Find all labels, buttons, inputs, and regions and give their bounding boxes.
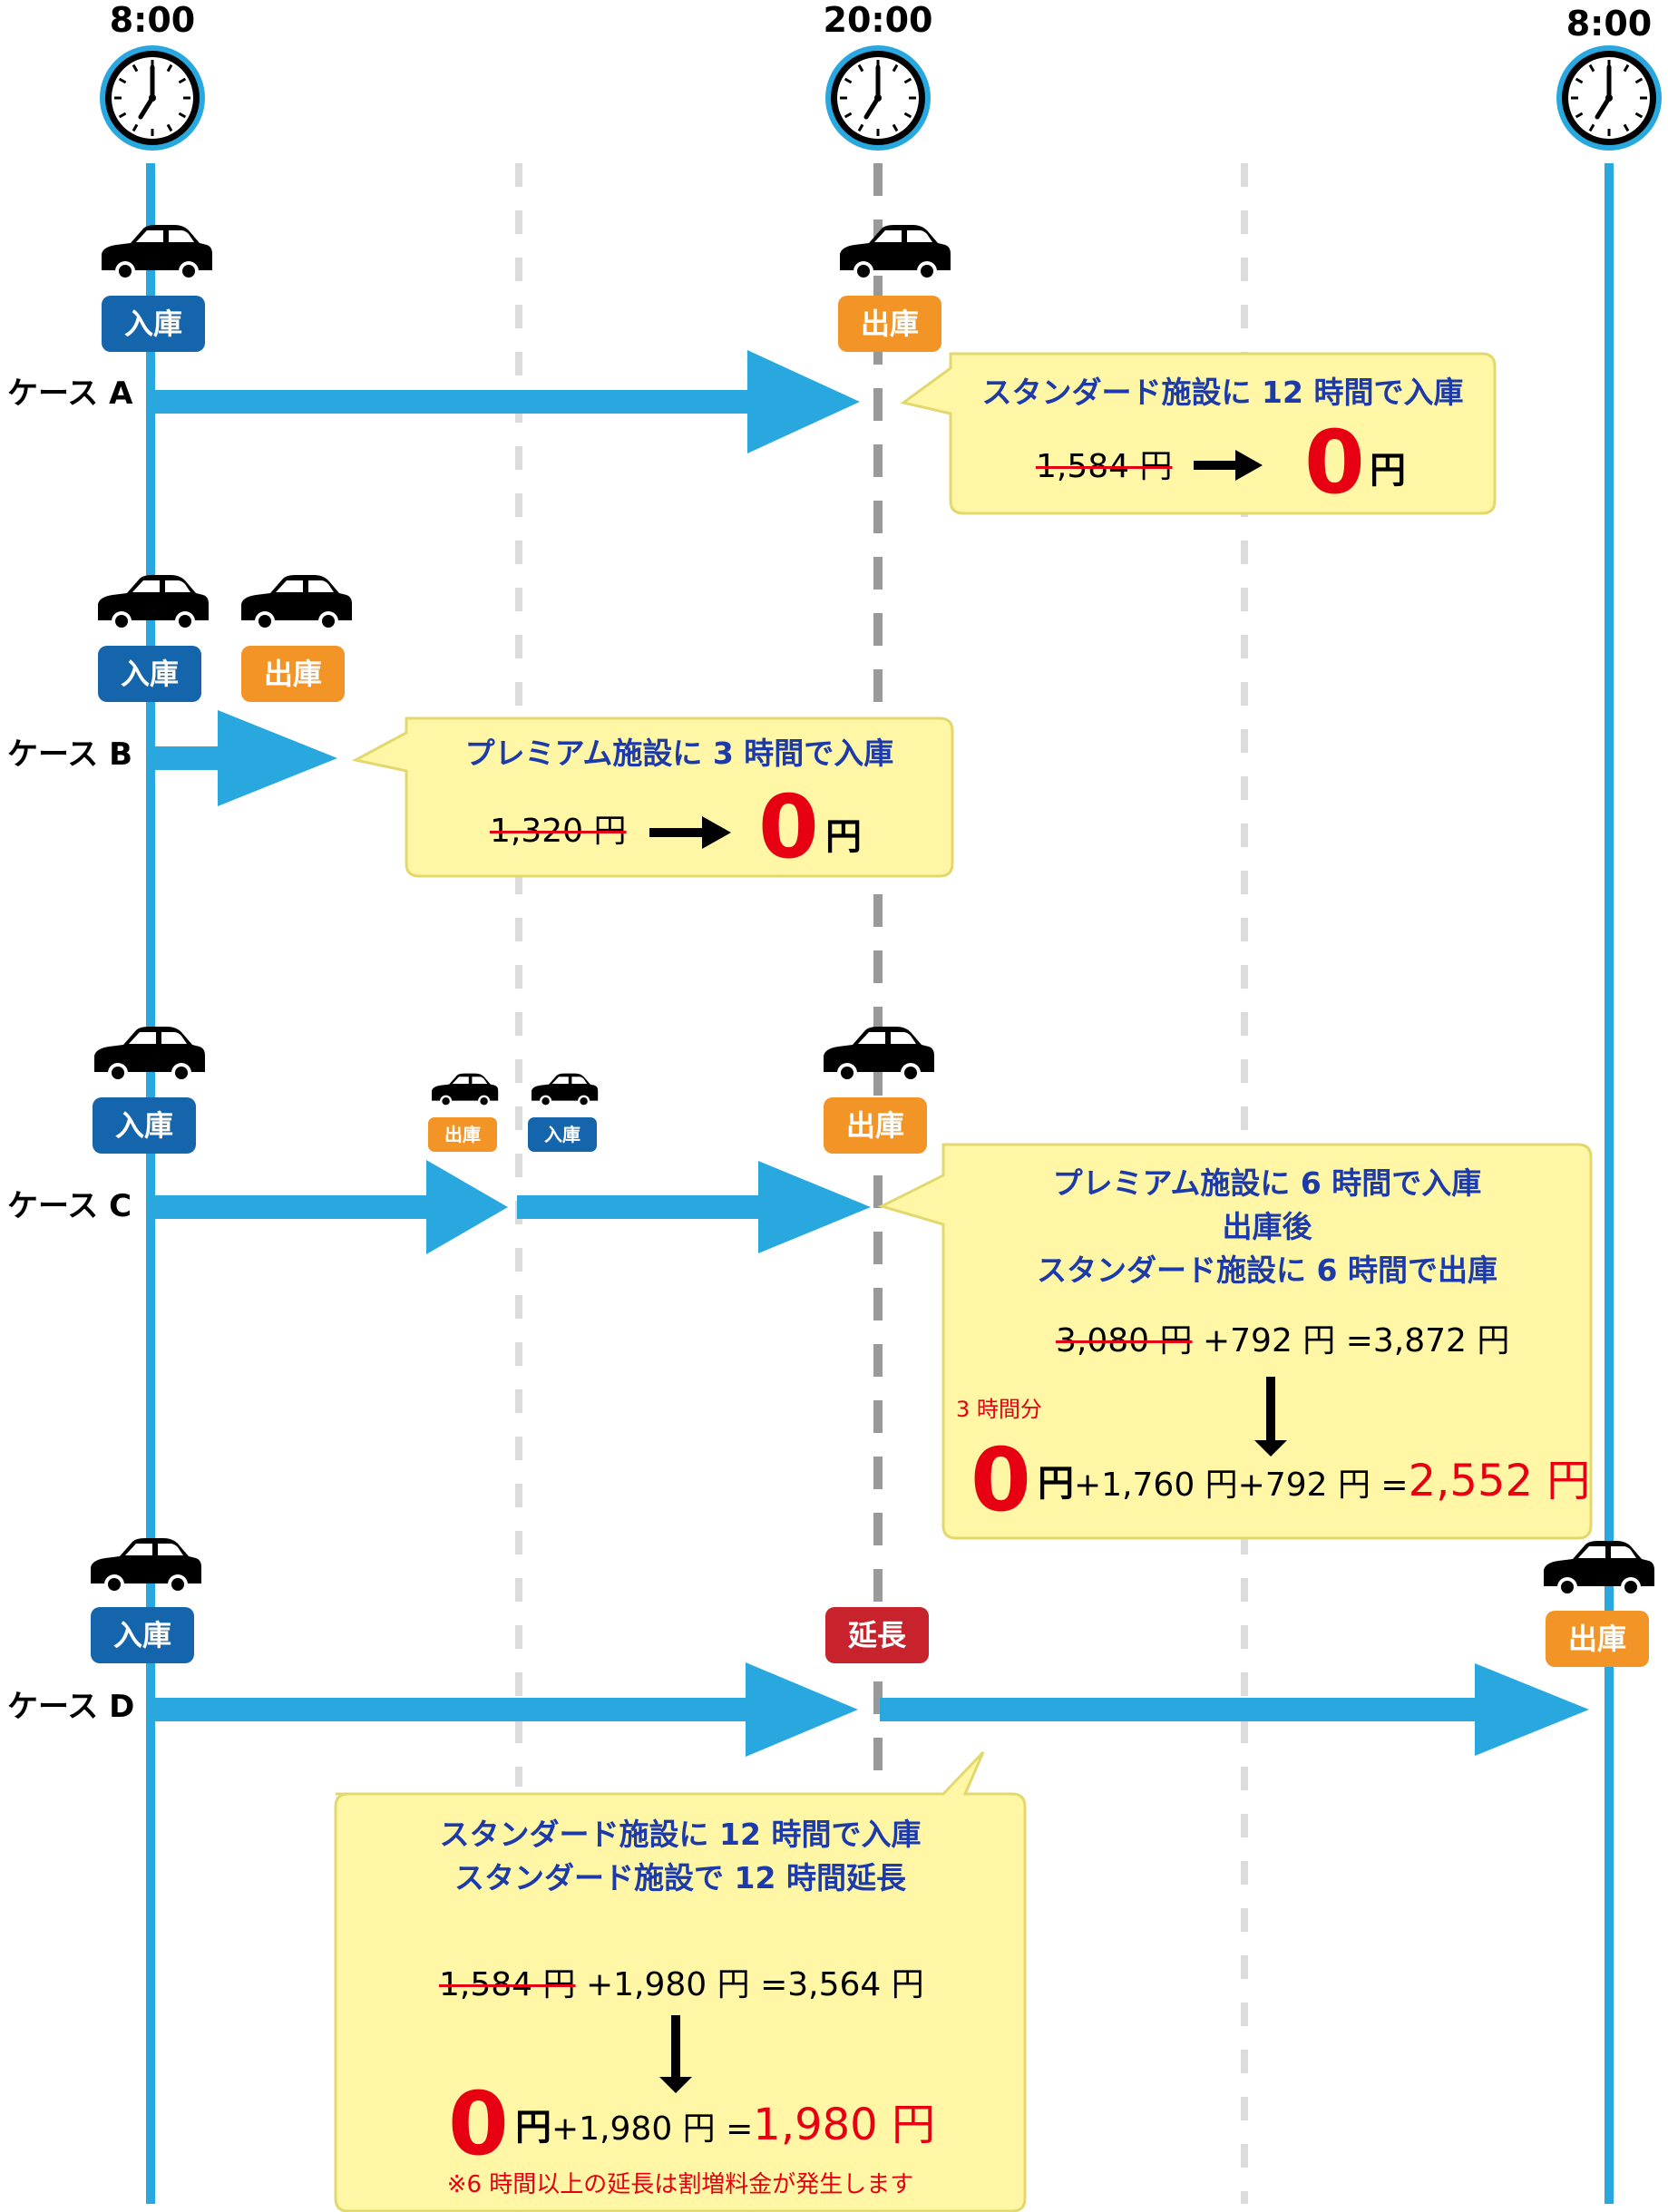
clock-icon-start [100, 45, 205, 151]
case-c-callout-box [877, 1143, 1593, 1540]
case-c-title-line-1: プレミアム施設に 6 時間で入庫 [1052, 1165, 1482, 1201]
clock-icon-20-00 [825, 45, 931, 151]
case-a-title: スタンダード施設に 12 時間で入庫 [981, 375, 1464, 410]
entry-badge: 入庫 [93, 1097, 196, 1154]
clock-time-end: 8:00 [1566, 4, 1653, 44]
case-a-yen: 円 [1370, 450, 1406, 492]
car-icon [432, 1073, 499, 1107]
entry-badge: 入庫 [98, 646, 201, 702]
car-icon [1544, 1541, 1654, 1597]
case-c-old-price: 3,080 円 [1056, 1322, 1193, 1359]
case-a-label: ケース A [7, 375, 133, 412]
case-d-eq1-rest: +1,980 円 =3,564 円 [585, 1966, 924, 2003]
case-d-callout-box [334, 1750, 1027, 2212]
car-icon [840, 225, 951, 281]
case-c-title-line-2: 出庫後 [1222, 1209, 1312, 1244]
case-c-note: 3 時間分 [956, 1397, 1042, 1422]
case-a-arrow [151, 350, 860, 453]
car-icon [102, 225, 212, 281]
case-d-down-arrow [659, 2015, 692, 2093]
case-d-title-line-2: スタンダード施設で 12 時間延長 [454, 1860, 906, 1895]
case-c-title-line-3: スタンダード施設に 6 時間で出庫 [1037, 1252, 1497, 1288]
case-a-new-price: 0 [1304, 412, 1365, 513]
case-a-callout-box [900, 352, 1497, 515]
case-c-label: ケース C [7, 1188, 132, 1224]
exit-badge: 出庫 [838, 296, 941, 352]
case-a-old-price: 1,584 円 [1036, 448, 1173, 485]
case-d-arrow-2 [880, 1663, 1589, 1756]
case-b-label: ケース B [7, 736, 133, 773]
case-d-old-price: 1,584 円 [439, 1966, 576, 2003]
case-c-zero: 0 [971, 1429, 1031, 1531]
case-d-total: 1,980 円 [753, 2100, 935, 2150]
exit-badge: 出庫 [241, 646, 345, 702]
case-c-arrow-2 [517, 1161, 871, 1253]
case-b-callout-box [351, 716, 954, 878]
case-d-eq2-yen: 円 [515, 2107, 551, 2149]
case-b-old-price: 1,320 円 [490, 813, 627, 850]
case-b-price-arrow [649, 816, 731, 849]
case-d-equation-1: 1,584 円 +1,980 円 =3,564 円 [439, 1966, 924, 2004]
case-c-down-arrow [1254, 1377, 1287, 1457]
case-c-eq2-yen: 円 [1038, 1463, 1074, 1505]
case-c-eq2-mid: +1,760 円+792 円 = [1074, 1467, 1409, 1504]
case-c-equation-2: 円+1,760 円+792 円 =2,552 円 [1038, 1459, 1590, 1505]
exit-badge-small: 出庫 [428, 1117, 497, 1152]
case-b-yen: 円 [825, 816, 862, 858]
case-c-arrow-1 [151, 1160, 508, 1254]
case-d-arrow-1 [151, 1662, 858, 1757]
case-d-label: ケース D [7, 1689, 135, 1725]
entry-badge: 入庫 [102, 296, 205, 352]
case-c-equation-1: 3,080 円 +792 円 =3,872 円 [1056, 1322, 1509, 1360]
clock-icon-end [1556, 45, 1662, 151]
exit-badge: 出庫 [824, 1097, 927, 1154]
case-a-price-arrow [1194, 450, 1263, 481]
clock-time-start: 8:00 [109, 0, 196, 40]
case-d-title-line-1: スタンダード施設に 12 時間で入庫 [439, 1817, 922, 1852]
case-c-eq1-rest: +792 円 =3,872 円 [1202, 1322, 1510, 1359]
case-d-eq2-mid: +1,980 円 = [551, 2110, 754, 2148]
exit-badge: 出庫 [1546, 1611, 1649, 1667]
case-b-arrow [151, 710, 337, 806]
case-d-footnote: ※6 時間以上の延長は割増料金が発生します [446, 2171, 914, 2198]
case-b-title: プレミアム施設に 3 時間で入庫 [464, 736, 894, 771]
clock-time-20-00: 20:00 [823, 0, 933, 40]
case-b-new-price: 0 [758, 776, 819, 878]
case-c-total: 2,552 円 [1408, 1456, 1591, 1506]
car-icon [532, 1073, 599, 1107]
extend-badge: 延長 [825, 1607, 929, 1663]
car-icon [241, 575, 352, 631]
case-d-equation-2: 円+1,980 円 =1,980 円 [515, 2103, 935, 2149]
entry-badge: 入庫 [91, 1607, 194, 1663]
entry-badge-small: 入庫 [528, 1117, 597, 1152]
case-d-zero: 0 [448, 2073, 509, 2175]
